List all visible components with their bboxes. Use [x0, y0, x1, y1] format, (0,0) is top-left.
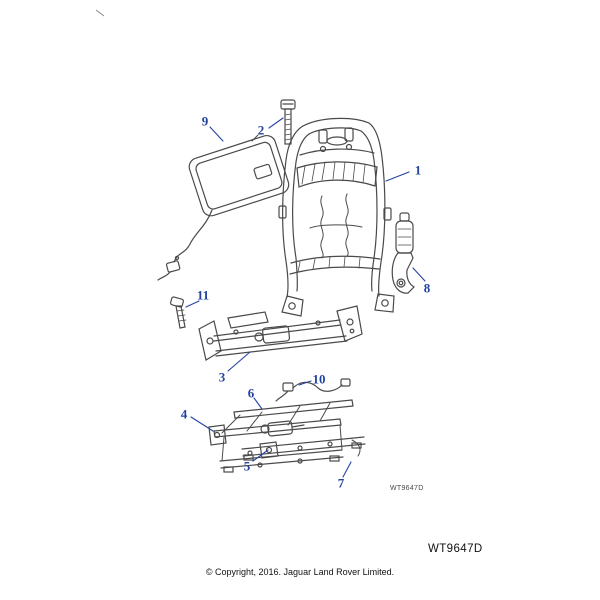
- callout-8: 8: [423, 280, 431, 296]
- callout-leader-lines: [185, 117, 426, 478]
- callout-1: 1: [414, 162, 422, 178]
- back-panel-harness: [157, 134, 290, 281]
- mounting-bolt: [170, 296, 187, 329]
- callout-3: 3: [218, 369, 226, 385]
- seat-track-assembly: [208, 399, 366, 473]
- callout-2: 2: [257, 122, 265, 138]
- diagram-code: WT9647D: [428, 543, 483, 555]
- seat-back-frame: [278, 117, 395, 317]
- callout-5: 5: [243, 458, 251, 474]
- callout-7: 7: [337, 475, 345, 491]
- upper-seat-frame: [198, 305, 363, 361]
- callout-10: 10: [312, 371, 326, 387]
- recline-actuator: [391, 212, 415, 294]
- wiring-harness: [275, 378, 351, 402]
- callout-11: 11: [196, 287, 210, 303]
- callout-9: 9: [201, 113, 209, 129]
- callout-4: 4: [180, 406, 188, 422]
- copyright-text: © Copyright, 2016. Jaguar Land Rover Lim…: [205, 567, 395, 577]
- diagram-code-small: WT9647D: [390, 485, 424, 492]
- corner-tick-mark: [95, 9, 105, 17]
- frame-bolt: [280, 99, 296, 145]
- callout-6: 6: [247, 385, 255, 401]
